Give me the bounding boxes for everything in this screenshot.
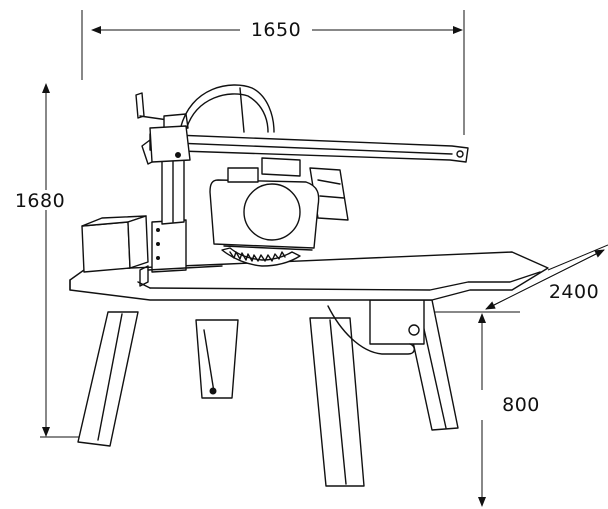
depth-arrow-down	[485, 249, 605, 310]
depth-dimension: 2400	[485, 244, 608, 310]
blade-teeth	[229, 251, 286, 262]
overarm	[149, 125, 469, 163]
leg-front-right	[309, 317, 365, 487]
switch-button	[408, 324, 420, 336]
fence-strip	[139, 265, 223, 287]
carriage	[261, 157, 301, 177]
table-height-dimension: 800	[430, 311, 540, 507]
switch-box-body	[369, 299, 425, 345]
leg-back-center	[195, 319, 239, 399]
depth-label: 2400	[549, 281, 599, 303]
motor-handle-line-1	[317, 179, 341, 185]
height-label: 1680	[15, 190, 65, 212]
bow-brace	[239, 87, 245, 133]
column-rivet-1	[156, 228, 160, 232]
column-base	[151, 219, 187, 273]
leg-front-left	[77, 311, 139, 447]
guard-lower-edge	[223, 245, 313, 251]
power-cable	[327, 305, 415, 355]
clamp-bolt	[175, 152, 181, 158]
fence-side	[81, 221, 131, 273]
fence-clamp	[139, 265, 149, 287]
crank-handle-grip[interactable]	[135, 92, 145, 119]
saw-head	[209, 157, 349, 251]
blade-arc	[221, 247, 301, 267]
overarm-yoke-clamp	[149, 125, 191, 163]
table-front-edge	[149, 271, 541, 291]
column	[151, 157, 187, 273]
width-label: 1650	[251, 19, 301, 41]
fence-end	[127, 215, 149, 269]
arm-bow	[179, 84, 275, 133]
column-rivet-2	[156, 242, 160, 246]
leg-front-right-edge	[329, 319, 347, 485]
back-fence	[81, 215, 149, 273]
saw-blade	[221, 247, 301, 267]
leg-front-left-edge	[97, 313, 123, 441]
table-top	[69, 251, 549, 301]
overarm-end-cap	[456, 150, 464, 158]
leg-bolt	[209, 387, 217, 395]
depth-extension-top	[547, 244, 608, 271]
leg-back-center-edge	[203, 329, 215, 393]
motor-handle-line-2	[319, 195, 345, 199]
table-height-label: 800	[502, 394, 540, 416]
width-dimension: 1650	[81, 10, 465, 135]
column-rivet-3	[156, 256, 160, 260]
motor-top-cap	[227, 167, 259, 183]
bow-inner	[185, 93, 269, 133]
bow-outer	[179, 84, 275, 133]
motor-cover	[243, 183, 301, 241]
fence-rail	[147, 265, 223, 271]
overarm-beam-line	[149, 141, 453, 155]
